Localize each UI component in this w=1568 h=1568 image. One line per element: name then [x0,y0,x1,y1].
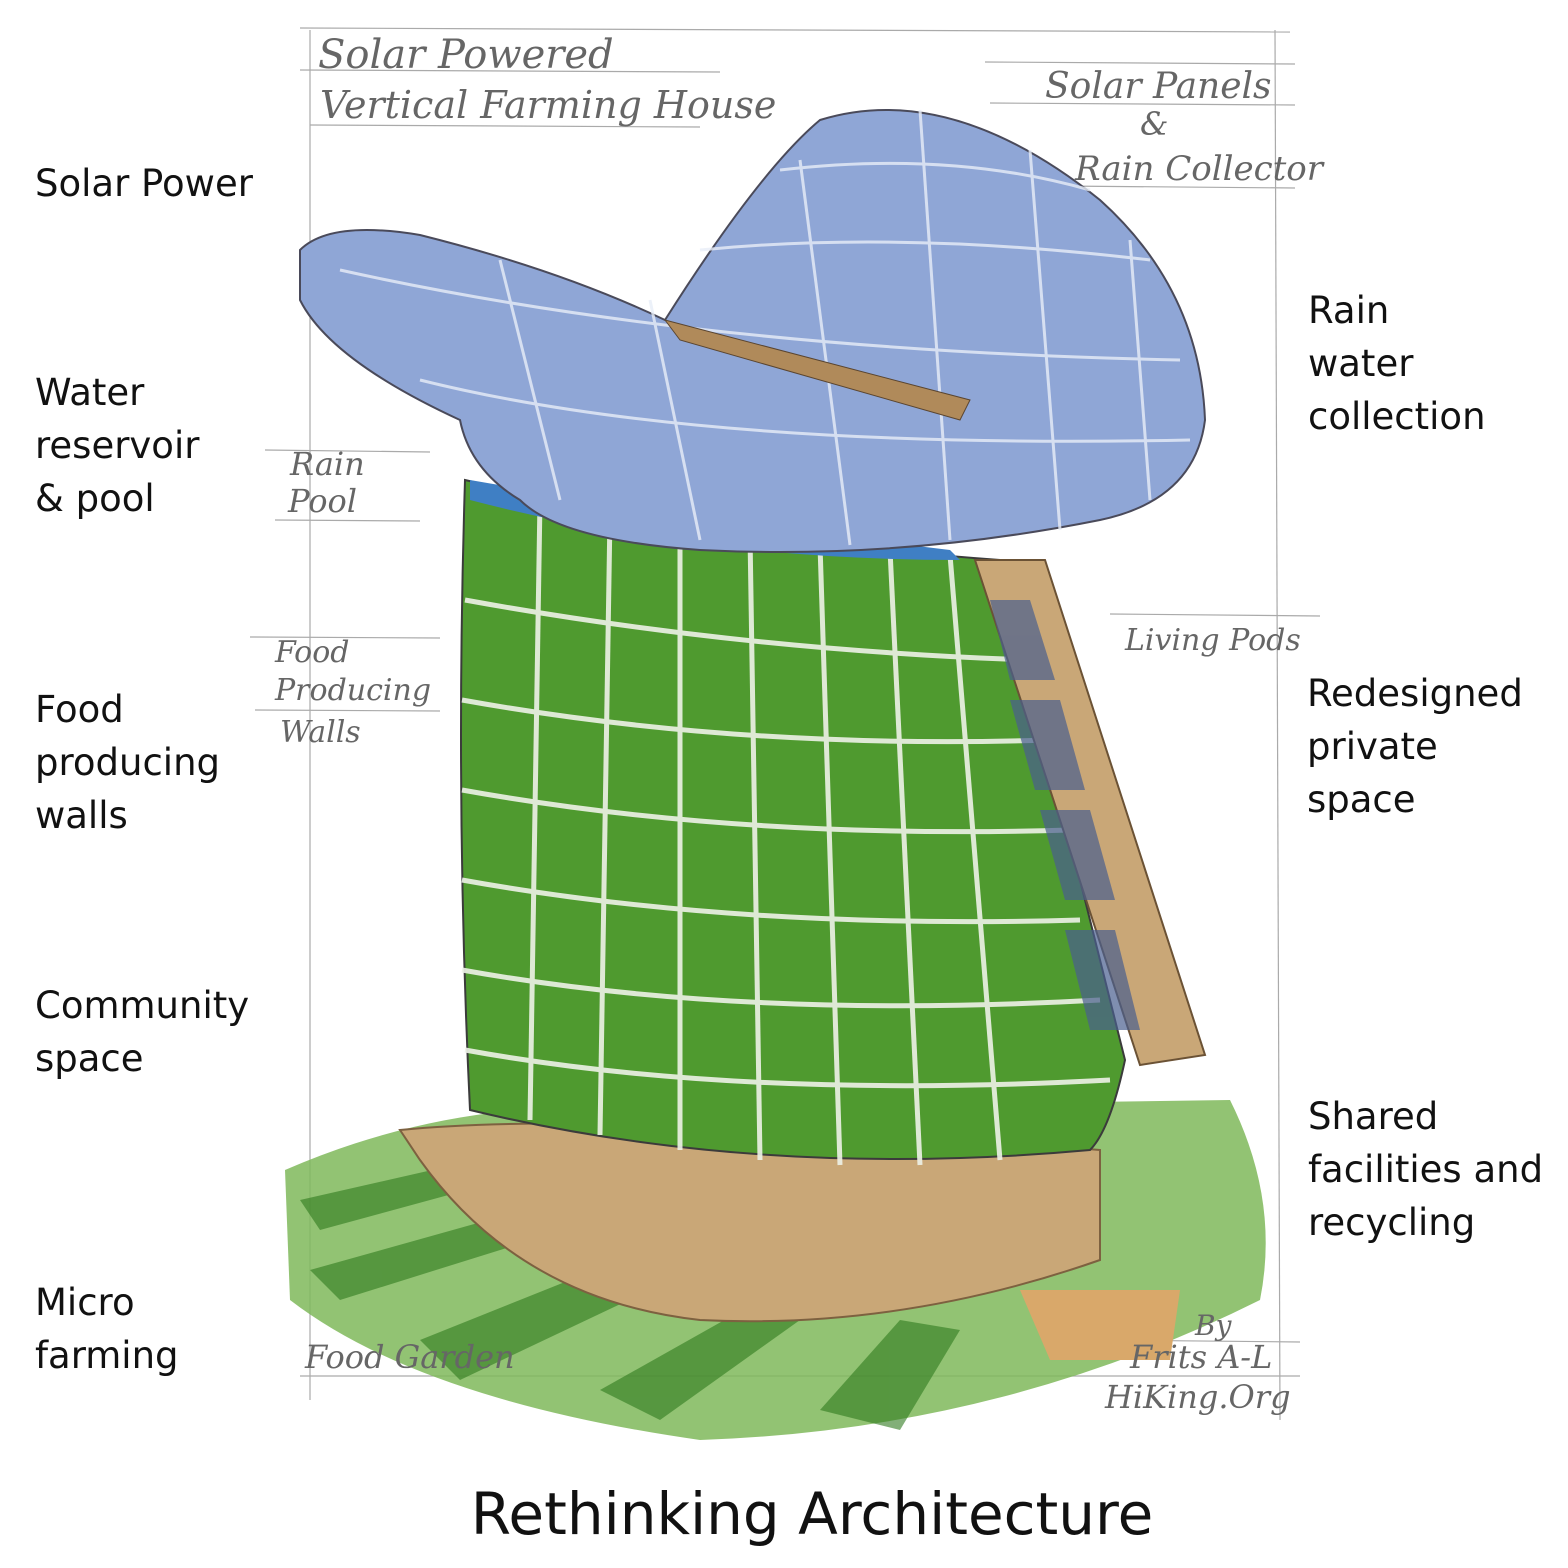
note-producing: Producing [274,673,431,708]
label-rain-water: Rain water collection [1308,284,1486,443]
label-line: Solar Power [35,162,253,205]
note-food-garden: Food Garden [304,1338,515,1376]
label-line: Micro [35,1281,135,1324]
label-line: & pool [35,477,155,520]
label-shared-facilities: Shared facilities and recycling [1308,1090,1543,1249]
note-rain: Rain [289,445,365,483]
sketch-heading-1: Solar Powered [318,32,614,78]
label-line: reservoir [35,424,200,467]
label-line: farming [35,1334,179,1377]
label-line: Shared [1308,1095,1439,1138]
recycling-area [1020,1290,1180,1360]
label-micro-farming: Micro farming [35,1276,179,1382]
label-line: producing [35,741,221,784]
label-line: Rain [1308,289,1390,332]
note-pool: Pool [287,482,357,520]
note-rain-collector: Rain Collector [1074,149,1325,189]
label-line: Redesigned [1307,672,1523,715]
note-food: Food [274,635,350,670]
label-line: collection [1308,395,1486,438]
solar-panel-grid [339,109,1191,546]
note-walls: Walls [280,715,361,750]
signature-by: By [1194,1309,1233,1342]
sketch-heading-2: Vertical Farming House [320,83,776,127]
label-food-walls: Food producing walls [35,683,220,842]
signature-site: HiKing.Org [1104,1378,1291,1416]
pod-windows [990,600,1140,1030]
label-water-reservoir: Water reservoir & pool [35,366,199,525]
label-private-space: Redesigned private space [1307,667,1523,826]
signature-name: Frits A-L [1129,1338,1272,1376]
solar-roof [299,109,1207,553]
note-living-pods: Living Pods [1124,623,1301,658]
label-line: facilities and [1308,1148,1544,1191]
label-line: Food [35,688,124,731]
page-title: Rethinking Architecture [470,1480,1154,1548]
label-community-space: Community space [35,979,249,1085]
rain-collector-gutter [663,319,971,421]
label-line: Water [35,371,145,414]
tower-grid [461,499,1111,1166]
label-solar-power: Solar Power [35,157,253,210]
label-line: space [35,1037,144,1080]
label-line: recycling [1308,1201,1476,1244]
label-line: water [1308,342,1414,385]
note-solar-panels: Solar Panels [1045,66,1272,107]
label-line: Community [35,984,250,1027]
label-line: walls [35,794,128,837]
note-ampersand: & [1140,105,1168,143]
label-line: space [1307,778,1416,821]
label-line: private [1307,725,1438,768]
